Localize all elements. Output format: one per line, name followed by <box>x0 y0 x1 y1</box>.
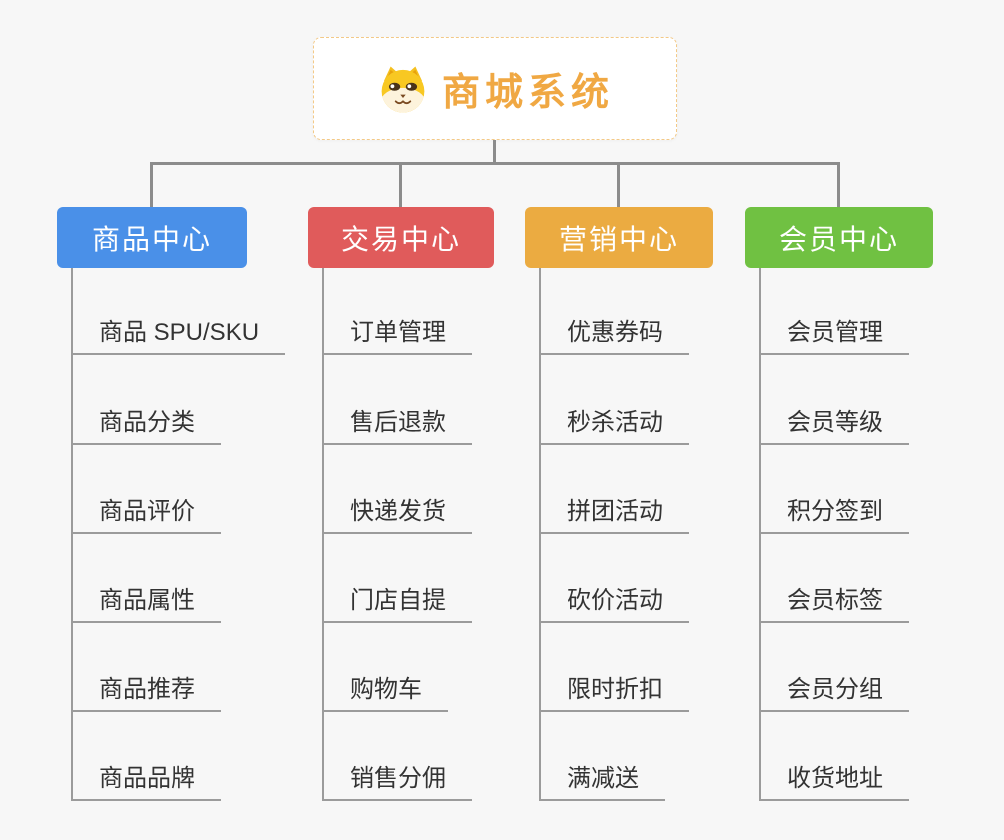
connector-drop-member <box>837 162 840 207</box>
leaf-node-bargain-activity[interactable]: 砍价活动 <box>539 589 689 623</box>
leaf-node-coupon-code[interactable]: 优惠券码 <box>539 321 689 355</box>
leaf-node-shipping-address[interactable]: 收货地址 <box>759 767 909 801</box>
root-node-title: 商城系统 <box>441 72 614 114</box>
leaf-node-member-tag[interactable]: 会员标签 <box>759 589 909 623</box>
leaf-node-time-limited-discount[interactable]: 限时折扣 <box>539 678 689 712</box>
branch-spine-marketing <box>539 268 541 801</box>
leaf-node-member-level[interactable]: 会员等级 <box>759 411 909 445</box>
branch-spine-product <box>71 268 73 801</box>
branch-node-product-center[interactable]: 商品中心 <box>57 207 247 268</box>
leaf-node-order-management[interactable]: 订单管理 <box>322 321 472 355</box>
leaf-node-full-reduction[interactable]: 满减送 <box>539 767 665 801</box>
leaf-node-product-brand[interactable]: 商品品牌 <box>71 767 221 801</box>
branch-node-marketing-center[interactable]: 营销中心 <box>525 207 713 268</box>
leaf-node-aftersale-refund[interactable]: 售后退款 <box>322 411 472 445</box>
leaf-node-member-group[interactable]: 会员分组 <box>759 678 909 712</box>
leaf-node-flash-sale[interactable]: 秒杀活动 <box>539 411 689 445</box>
leaf-node-sales-commission[interactable]: 销售分佣 <box>322 767 472 801</box>
leaf-node-points-checkin[interactable]: 积分签到 <box>759 500 909 534</box>
connector-root-stem <box>493 140 496 163</box>
leaf-node-product-review[interactable]: 商品评价 <box>71 500 221 534</box>
leaf-node-member-management[interactable]: 会员管理 <box>759 321 909 355</box>
leaf-node-product-spu-sku[interactable]: 商品 SPU/SKU <box>71 321 286 355</box>
leaf-node-express-shipping[interactable]: 快递发货 <box>322 500 472 534</box>
connector-trunk <box>151 162 840 165</box>
branch-node-member-center[interactable]: 会员中心 <box>745 207 933 268</box>
branch-spine-member <box>759 268 761 801</box>
leaf-node-shopping-cart[interactable]: 购物车 <box>322 678 448 712</box>
branch-spine-trade <box>322 268 324 801</box>
leaf-node-product-attribute[interactable]: 商品属性 <box>71 589 221 623</box>
branch-node-trade-center[interactable]: 交易中心 <box>308 207 494 268</box>
leaf-node-store-pickup[interactable]: 门店自提 <box>322 589 472 623</box>
leaf-node-product-recommend[interactable]: 商品推荐 <box>71 678 221 712</box>
leaf-node-group-buy[interactable]: 拼团活动 <box>539 500 689 534</box>
leaf-node-product-category[interactable]: 商品分类 <box>71 411 221 445</box>
connector-drop-marketing <box>617 162 620 207</box>
connector-drop-trade <box>399 162 402 207</box>
shiba-dog-icon <box>381 66 425 113</box>
root-node[interactable]: 商城系统 <box>313 37 677 140</box>
connector-drop-product <box>150 162 153 207</box>
